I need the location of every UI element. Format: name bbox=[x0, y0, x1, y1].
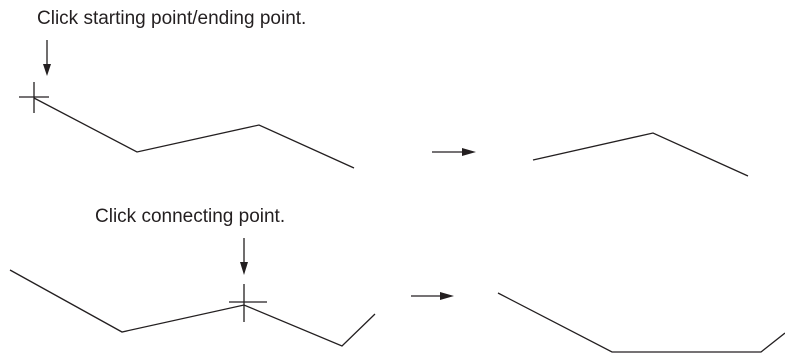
caption-starting-ending-point: Click starting point/ending point. bbox=[37, 8, 307, 29]
top-after-polyline bbox=[532, 132, 749, 177]
top-before-polyline bbox=[33, 97, 355, 169]
down-arrow-icon bbox=[240, 238, 248, 275]
bottom-before-polyline bbox=[9, 269, 376, 347]
crosshair-icon bbox=[229, 284, 267, 322]
caption-connecting-point: Click connecting point. bbox=[95, 206, 286, 227]
right-arrow-icon bbox=[432, 148, 476, 156]
crosshair-icon bbox=[19, 82, 49, 113]
right-arrow-icon bbox=[411, 292, 454, 300]
bottom-after-polyline bbox=[497, 292, 785, 353]
down-arrow-icon bbox=[43, 40, 51, 76]
